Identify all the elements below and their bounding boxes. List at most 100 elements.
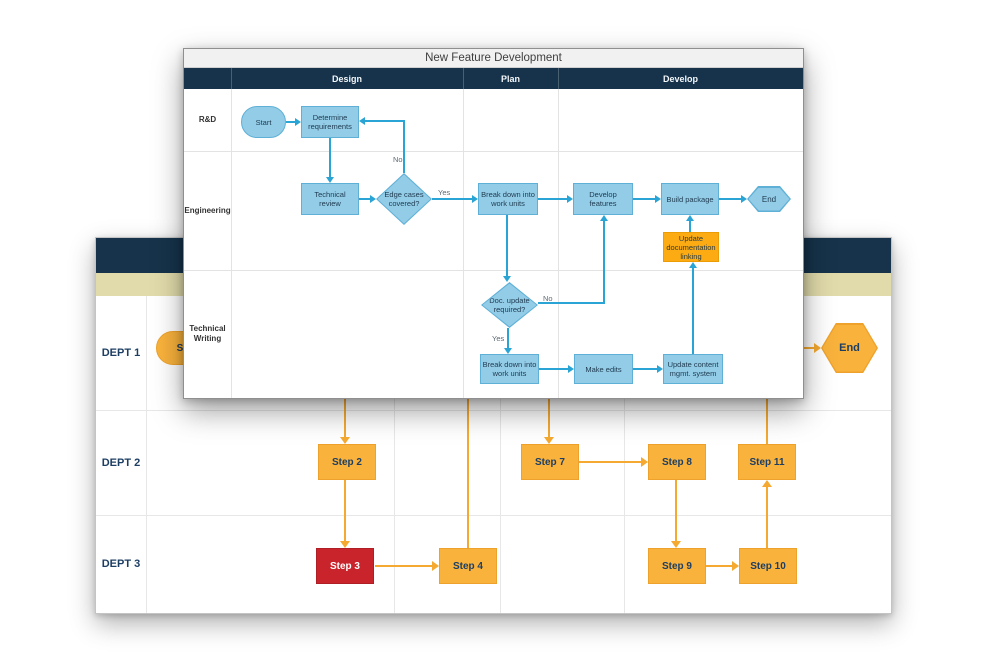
arrow-start-determine — [286, 121, 296, 123]
node-breakdown-eng: Break down into work units — [478, 183, 538, 215]
node-step7: Step 7 — [521, 444, 579, 480]
fg-lane-divider — [184, 151, 803, 152]
diagram-title-text: New Feature Development — [425, 52, 562, 64]
node-label: Update content mgmt. system — [667, 360, 719, 378]
arrow-edgecases-yes — [432, 198, 472, 200]
node-end: End — [821, 323, 878, 373]
arrow-makeedits-cms — [633, 368, 657, 370]
node-breakdown-tw: Break down into work units — [480, 354, 539, 384]
bg-lane-divider — [96, 410, 891, 411]
arrow-docupdate-no — [538, 302, 605, 304]
node-edge-cases-decision: Edge cases covered? — [376, 173, 432, 225]
node-label: Step 10 — [750, 560, 786, 572]
arrowhead — [671, 541, 681, 548]
arrow-techreview-edgecases — [359, 198, 370, 200]
column-header-design: Design — [231, 68, 463, 89]
node-step8: Step 8 — [648, 444, 706, 480]
node-step10: Step 10 — [739, 548, 797, 584]
node-label: Step 9 — [661, 560, 692, 572]
arrow-breakdowntw-makeedits — [539, 368, 568, 370]
arrowhead — [504, 348, 512, 354]
node-label: Technical review — [314, 190, 346, 208]
arrow-docupdate-yes — [507, 328, 509, 348]
column-header-text: Plan — [500, 73, 520, 84]
fg-gridline — [231, 89, 232, 398]
arrowhead — [762, 480, 772, 487]
node-step11: Step 11 — [738, 444, 796, 480]
bg-gridline — [146, 296, 147, 613]
arrow-step8-step9 — [675, 480, 677, 541]
arrowhead — [567, 195, 573, 203]
arrow-breakdown-develop — [538, 198, 567, 200]
lane-label-dept2: DEPT 2 — [96, 410, 146, 515]
bg-gridline — [394, 296, 395, 613]
node-label: Make edits — [585, 364, 622, 374]
fg-header-band: Design Plan Develop — [184, 68, 803, 89]
node-label: Step 11 — [749, 456, 785, 468]
arrowhead — [641, 457, 648, 467]
node-update-cms: Update content mgmt. system — [663, 354, 723, 384]
node-label: Edge cases covered? — [384, 190, 424, 208]
arrow-step2-step3 — [344, 480, 346, 541]
node-label: Step 8 — [661, 456, 692, 468]
lane-label-engineering: Engineering — [184, 151, 231, 270]
node-determine-requirements: Determine requirements — [301, 106, 359, 138]
arrowhead — [295, 118, 301, 126]
column-header-develop: Develop — [558, 68, 803, 89]
node-label: Start — [255, 117, 272, 127]
node-make-edits: Make edits — [574, 354, 633, 384]
arrowhead — [814, 343, 821, 353]
arrowhead — [655, 195, 661, 203]
arrow-into-step2 — [344, 396, 346, 438]
arrowhead — [340, 541, 350, 548]
node-label: Build package — [666, 194, 714, 204]
column-header-plan: Plan — [463, 68, 558, 89]
node-label: Break down into work units — [481, 190, 535, 208]
lane-label-text: DEPT 3 — [101, 558, 141, 570]
lane-label-technical-writing: Technical Writing — [184, 270, 231, 398]
arrowhead — [741, 195, 747, 203]
arrow-edgecases-no-loop — [365, 120, 405, 122]
arrowhead — [657, 365, 663, 373]
arrowhead — [432, 561, 439, 571]
node-update-documentation-linking: Update documentation linking — [663, 232, 719, 262]
bg-gridline — [500, 296, 501, 613]
arrow-build-end — [719, 198, 741, 200]
node-label: End — [761, 194, 777, 204]
node-step9: Step 9 — [648, 548, 706, 584]
arrow-into-step7 — [548, 396, 550, 438]
arrowhead — [340, 437, 350, 444]
foreground-flowchart-card: New Feature Development Design Plan Deve… — [183, 48, 804, 399]
node-start: Start — [241, 106, 286, 138]
arrow-step3-step4 — [375, 565, 432, 567]
node-label: Step 7 — [534, 456, 565, 468]
node-label: Update documentation linking — [666, 233, 716, 261]
edge-label-yes: Yes — [438, 188, 451, 197]
node-label: Break down into work units — [482, 360, 537, 378]
lane-label-dept1: DEPT 1 — [96, 296, 146, 410]
decision-fill: Doc. update required? — [482, 283, 537, 327]
arrow-develop-build — [633, 198, 655, 200]
bg-lane-divider — [96, 515, 891, 516]
node-label: Develop features — [589, 190, 617, 208]
lane-label-text: DEPT 2 — [101, 456, 141, 469]
arrow-cms-updatedoc — [692, 268, 694, 354]
node-step3: Step 3 — [316, 548, 374, 584]
edge-label-yes: Yes — [492, 334, 505, 343]
node-doc-update-decision: Doc. update required? — [481, 282, 538, 328]
decision-fill: Edge cases covered? — [377, 174, 431, 224]
lane-label-rnd: R&D — [184, 89, 231, 151]
node-end-fill: End — [822, 324, 877, 372]
arrowhead — [359, 117, 365, 125]
arrow-step10-step11 — [766, 487, 768, 548]
edge-label-no: No — [543, 294, 553, 303]
line-step4-up — [467, 396, 469, 548]
node-label: Step 3 — [329, 560, 360, 572]
arrowhead — [544, 437, 554, 444]
arrowhead — [732, 561, 739, 571]
arrowhead — [686, 215, 694, 221]
node-end: End — [747, 186, 791, 212]
line-step11-up — [766, 396, 768, 444]
arrow-edgecases-no-loop — [403, 120, 405, 173]
